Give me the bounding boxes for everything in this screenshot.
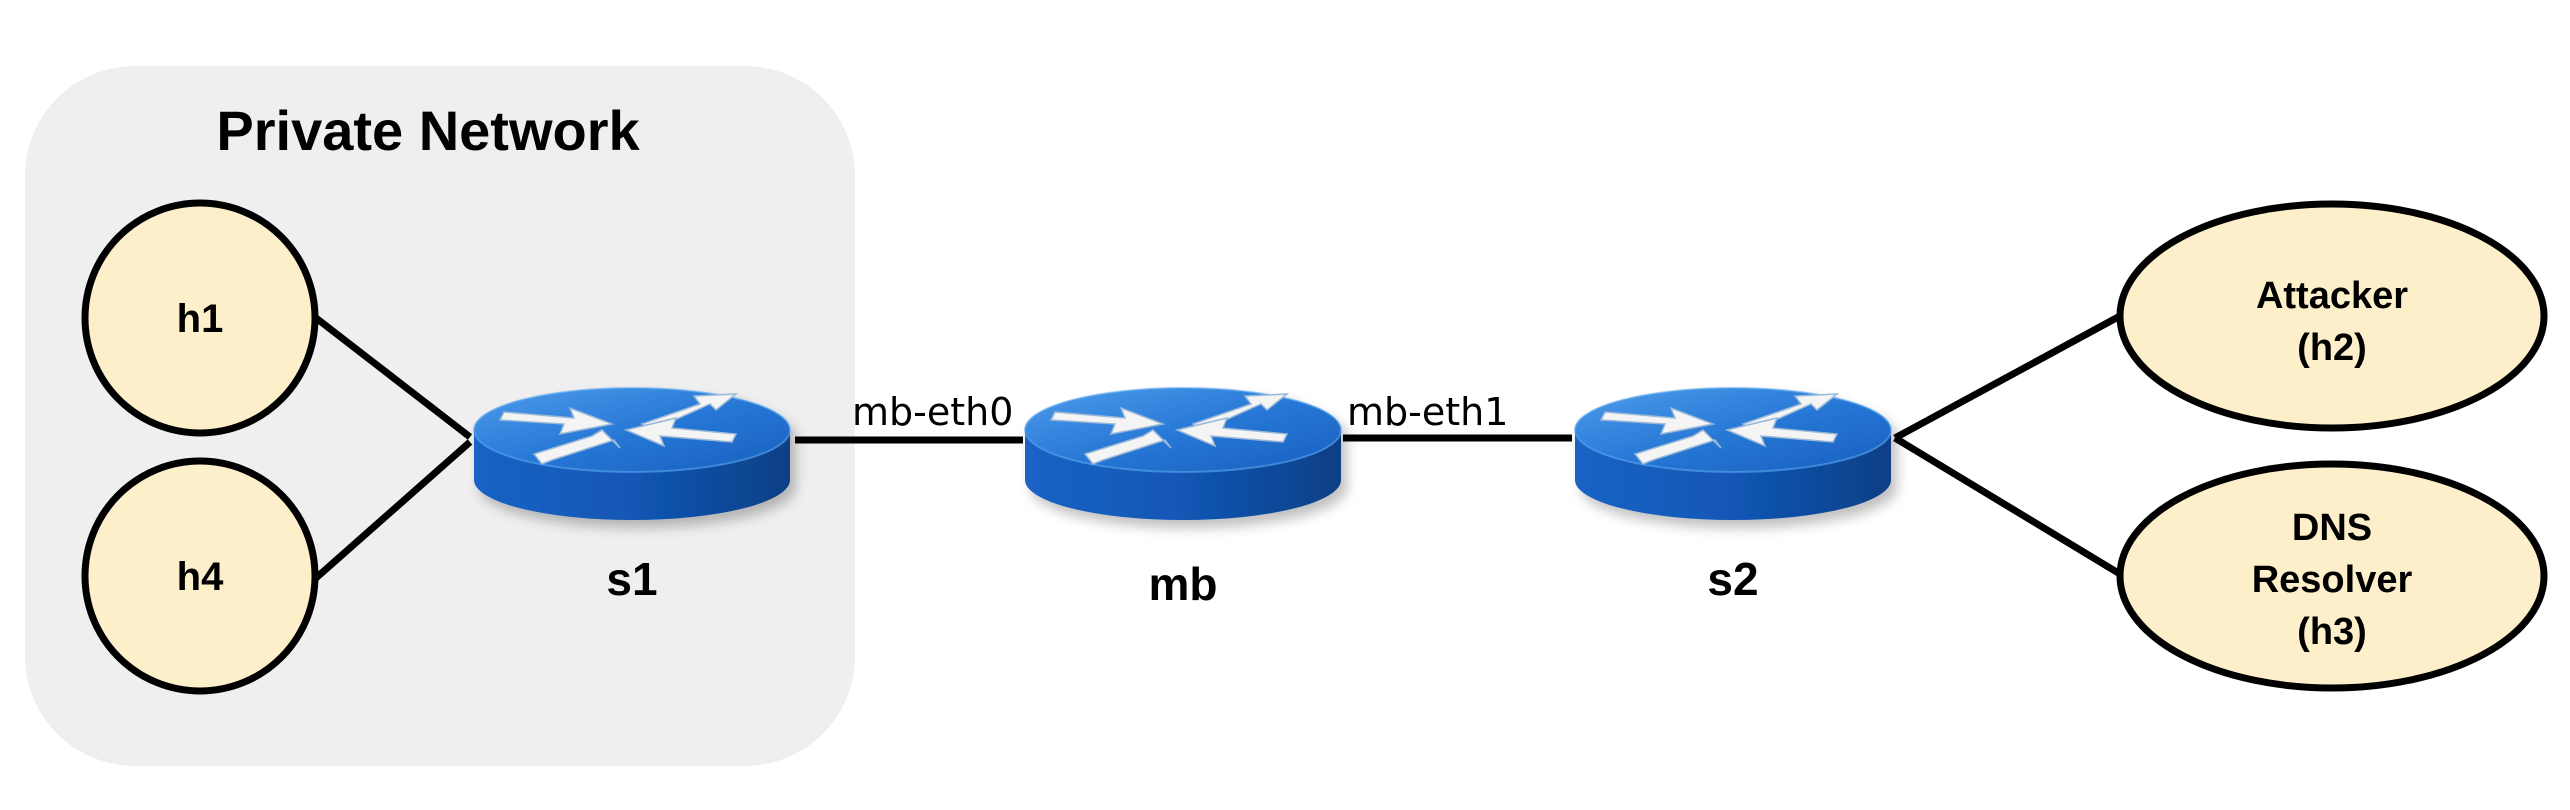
interface-label-mb-eth0: mb-eth0 bbox=[852, 390, 1013, 434]
switch-s2-label: s2 bbox=[1707, 553, 1758, 605]
host-h1-label: h1 bbox=[177, 297, 224, 341]
interface-label-mb-eth1: mb-eth1 bbox=[1347, 390, 1508, 434]
host-h2-attacker[interactable] bbox=[2116, 200, 2548, 432]
switch-mb-label: mb bbox=[1149, 558, 1218, 610]
switch-s1[interactable] bbox=[473, 387, 791, 521]
host-h4[interactable] bbox=[81, 457, 319, 695]
link-h1-s1 bbox=[313, 315, 473, 440]
private-network-title: Private Network bbox=[216, 99, 640, 162]
link-s2-h3 bbox=[1893, 435, 2122, 577]
host-h3-dns-resolver[interactable] bbox=[2116, 460, 2548, 692]
host-h3-label-line1: DNS bbox=[2292, 507, 2372, 549]
host-h4-label: h4 bbox=[177, 555, 224, 599]
host-h1[interactable] bbox=[81, 199, 319, 437]
link-h4-s1 bbox=[313, 439, 473, 581]
switch-mb[interactable] bbox=[1024, 387, 1342, 521]
switch-s2[interactable] bbox=[1574, 387, 1892, 521]
switch-s1-label: s1 bbox=[606, 553, 657, 605]
host-h2-label-line2: (h2) bbox=[2297, 327, 2367, 369]
host-h2-label-line1: Attacker bbox=[2256, 275, 2408, 317]
links bbox=[313, 312, 2122, 581]
link-s2-h2 bbox=[1893, 312, 2122, 442]
host-h3-label-line2: Resolver bbox=[2252, 559, 2413, 601]
host-h3-label-line3: (h3) bbox=[2297, 611, 2367, 653]
